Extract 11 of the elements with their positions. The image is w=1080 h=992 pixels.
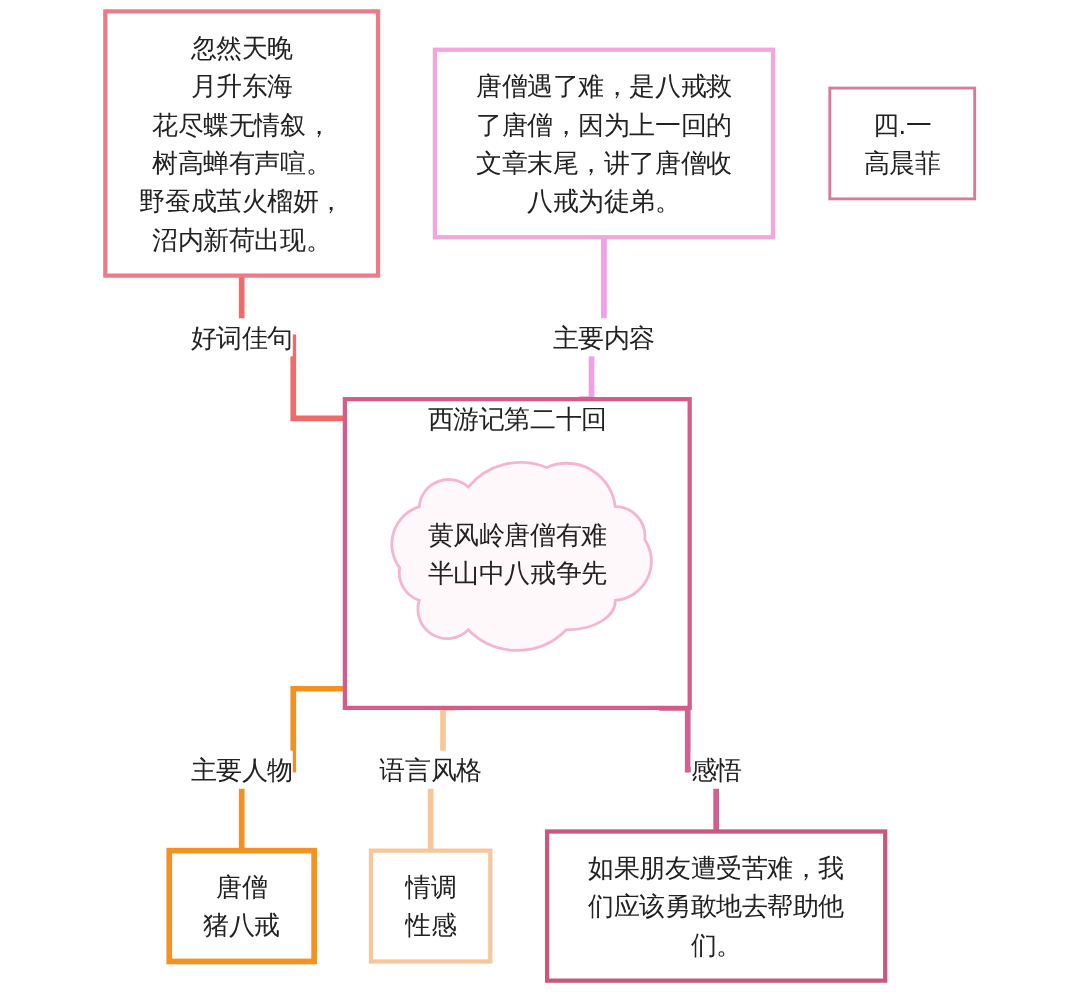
- node-box: 忽然天晚 月升东海 花尽蝶无情叙， 树高蝉有声喧。 野蚕成茧火榴妍， 沼内新荷出现。: [103, 9, 381, 278]
- node-box: 唐僧遇了难，是八戒救了唐僧，因为上一回的文章末尾，讲了唐僧收八戒为徒弟。: [432, 47, 776, 240]
- node-box: 唐僧 猪八戒: [166, 847, 317, 965]
- edge-label: 感悟: [690, 754, 742, 785]
- node-box: 如果朋友遭受苦难，我们应该勇敢地去帮助他们。: [544, 829, 888, 983]
- edge-label: 好词佳句: [190, 322, 293, 353]
- edge-label: 语言风格: [379, 754, 482, 785]
- edge-label: 主要内容: [552, 322, 656, 353]
- node-box: 四.一 高晨菲: [828, 86, 977, 201]
- edge-label: 主要人物: [190, 754, 293, 785]
- node-box: 情调 性感: [368, 848, 493, 964]
